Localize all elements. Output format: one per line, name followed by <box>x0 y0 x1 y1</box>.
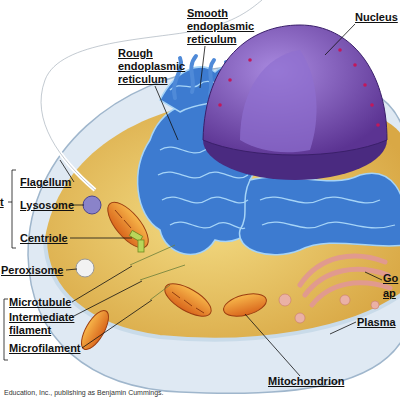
bracket <box>4 299 8 360</box>
part-label: Microfilament <box>9 342 81 355</box>
part-label: Nucleus <box>355 11 398 24</box>
part-label: Go <box>383 272 398 285</box>
peroxisome <box>76 259 94 277</box>
golgi-apparatus <box>300 256 390 305</box>
part-label: Peroxisome <box>1 264 63 277</box>
nucleus <box>203 25 387 180</box>
leader-lines <box>60 24 382 376</box>
part-label: Lysosome <box>20 199 74 212</box>
lysosome <box>83 196 101 214</box>
part-label: Microtubule <box>9 296 71 309</box>
part-label: ap <box>383 287 396 300</box>
part-label: Intermediate filament <box>9 311 83 337</box>
part-label: t <box>0 196 4 209</box>
part-label: Mitochondrion <box>268 375 344 388</box>
watermark: Education, Inc., publishing as Benjamin … <box>4 388 164 397</box>
part-label: Rough endoplasmic reticulum <box>118 47 198 86</box>
centriole <box>129 230 144 252</box>
cristae <box>115 210 204 313</box>
part-label: Centriole <box>20 232 68 245</box>
part-label: Plasma <box>357 316 396 329</box>
part-label: Smooth endoplasmic reticulum <box>187 7 267 46</box>
part-label: Flagellum <box>20 176 71 189</box>
bracket <box>8 170 16 248</box>
cytoskeleton <box>130 245 185 300</box>
mitochondria <box>76 196 269 354</box>
